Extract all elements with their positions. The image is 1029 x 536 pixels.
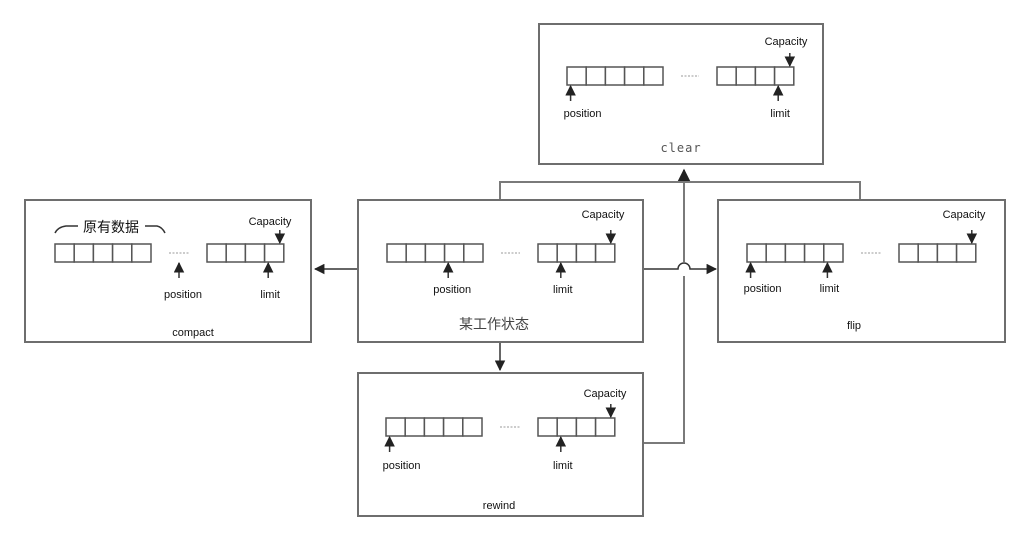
current-state-box bbox=[357, 199, 644, 343]
buffer-cell bbox=[754, 66, 776, 86]
buffer-cell bbox=[54, 243, 75, 263]
buffer-cell bbox=[773, 66, 795, 86]
buffer-cell bbox=[784, 243, 806, 263]
buffer-cell bbox=[386, 243, 407, 263]
existing-data-bracket: 原有数据 bbox=[54, 220, 166, 236]
buffer-cell bbox=[556, 243, 578, 263]
limit-label: limit bbox=[553, 284, 573, 296]
rewind-title: rewind bbox=[483, 500, 515, 512]
buffer-cell bbox=[111, 243, 133, 263]
flip-title: flip bbox=[847, 320, 861, 332]
buffer-cell bbox=[423, 417, 445, 437]
capacity-label: Capacity bbox=[943, 209, 986, 221]
existing-data-label: 原有数据 bbox=[83, 220, 139, 236]
buffer-cell bbox=[594, 417, 616, 437]
buffer-cell bbox=[604, 66, 626, 86]
buffer-cell bbox=[92, 243, 114, 263]
flip-buffer: Capacity position limit bbox=[744, 209, 986, 295]
clear-buffer: Capacity position limit bbox=[564, 36, 808, 120]
buffer-cell bbox=[917, 243, 939, 263]
buffer-cell bbox=[442, 417, 464, 437]
buffer-cell bbox=[955, 243, 977, 263]
limit-label: limit bbox=[553, 460, 573, 472]
limit-label: limit bbox=[260, 289, 280, 301]
buffer-cell bbox=[131, 243, 152, 263]
limit-label: limit bbox=[770, 108, 790, 120]
buffer-cell bbox=[225, 243, 247, 263]
rewind-state-box bbox=[357, 372, 644, 517]
buffer-cell bbox=[735, 66, 757, 86]
capacity-label: Capacity bbox=[249, 216, 292, 228]
buffer-cell bbox=[623, 66, 645, 86]
buffer-cell bbox=[594, 243, 616, 263]
position-label: position bbox=[744, 283, 782, 295]
current-title: 某工作状态 bbox=[459, 317, 529, 333]
buffer-cell bbox=[566, 66, 587, 86]
buffer-cell bbox=[643, 66, 664, 86]
buffer-cell bbox=[746, 243, 767, 263]
buffer-cell bbox=[823, 243, 844, 263]
buffer-cell bbox=[537, 417, 558, 437]
buffer-cell bbox=[463, 243, 484, 263]
limit-label: limit bbox=[820, 283, 840, 295]
buffer-cell bbox=[716, 66, 737, 86]
capacity-label: Capacity bbox=[582, 209, 625, 221]
buffer-cell bbox=[73, 243, 95, 263]
position-label: position bbox=[564, 108, 602, 120]
buffer-cell bbox=[556, 417, 578, 437]
buffer-cell bbox=[206, 243, 227, 263]
buffer-cell bbox=[424, 243, 446, 263]
flip-state-box bbox=[717, 199, 1006, 343]
buffer-cell bbox=[443, 243, 465, 263]
rewind-to-clear-line bbox=[643, 276, 685, 444]
clear-title: clear bbox=[660, 141, 701, 155]
buffer-cell bbox=[765, 243, 787, 263]
buffer-cell bbox=[575, 417, 597, 437]
compact-buffer: Capacity position limit bbox=[54, 216, 292, 301]
buffer-cell bbox=[263, 243, 285, 263]
buffer-cell bbox=[585, 66, 607, 86]
rewind-buffer: Capacity position limit bbox=[383, 388, 627, 472]
buffer-cell bbox=[537, 243, 558, 263]
buffer-cell bbox=[385, 417, 406, 437]
position-label: position bbox=[164, 289, 202, 301]
capacity-label: Capacity bbox=[584, 388, 627, 400]
buffer-cell bbox=[936, 243, 958, 263]
arrow-to-flip bbox=[643, 262, 718, 275]
buffer-cell bbox=[803, 243, 825, 263]
position-label: position bbox=[383, 460, 421, 472]
buffer-cell bbox=[575, 243, 597, 263]
buffer-cell bbox=[404, 417, 426, 437]
compact-title: compact bbox=[172, 327, 214, 339]
buffer-cell bbox=[898, 243, 919, 263]
buffer-cell bbox=[462, 417, 483, 437]
current-buffer: Capacity position limit bbox=[386, 209, 625, 296]
position-label: position bbox=[433, 284, 471, 296]
connectors bbox=[313, 168, 861, 444]
capacity-label: Capacity bbox=[765, 36, 808, 48]
top-bracket-line bbox=[499, 181, 861, 200]
buffer-cell bbox=[244, 243, 266, 263]
buffer-cell bbox=[405, 243, 427, 263]
